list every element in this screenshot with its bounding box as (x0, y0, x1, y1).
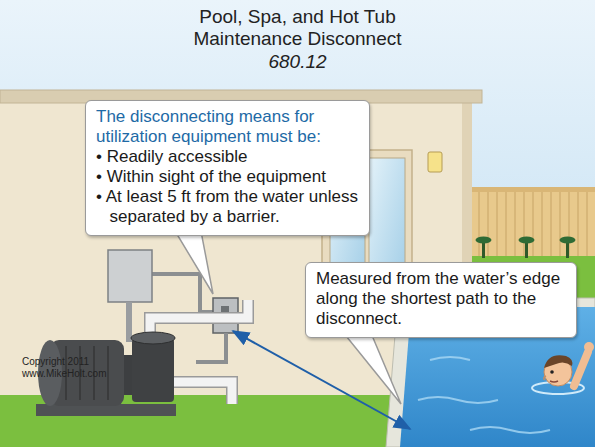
callout-box: The disconnecting means for utilization … (85, 100, 370, 236)
bullet-item: • At least 5 ft from the water unless se… (96, 187, 359, 227)
website-note: www.MikeHolt.com (22, 368, 142, 380)
title: Pool, Spa, and Hot Tub Maintenance Disco… (175, 6, 420, 50)
callout-text: Measured from the water’s edge along the… (316, 269, 566, 329)
code-section: 680.12 (175, 51, 420, 73)
copyright-note: Copyright 2011 (22, 356, 142, 368)
bullet-item: • Within sight of the equipment (96, 167, 359, 187)
bullet-item: • Readily accessible (96, 147, 359, 167)
callout-heading: The disconnecting means for utilization … (96, 107, 359, 147)
callout-box: Measured from the water’s edge along the… (305, 262, 577, 338)
